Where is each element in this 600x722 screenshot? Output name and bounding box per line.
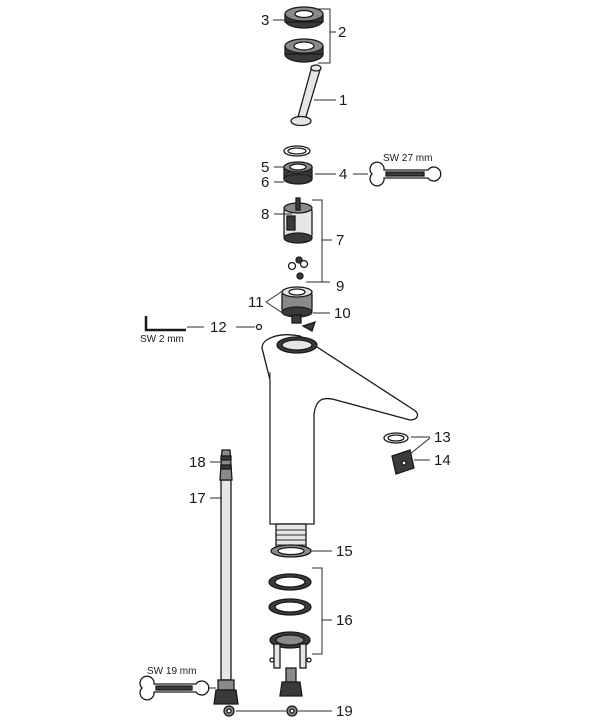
label-16: 16 — [336, 612, 353, 629]
label-10: 10 — [334, 305, 351, 322]
tool-label-sw19: SW 19 mm — [147, 666, 196, 677]
part-17-hose — [213, 449, 239, 705]
part-3-cap-ring — [284, 6, 324, 29]
label-4: 4 — [339, 166, 347, 183]
label-11: 11 — [248, 294, 264, 311]
label-14: 14 — [434, 452, 451, 469]
tool-label-sw2: SW 2 mm — [140, 334, 184, 345]
wrench-19-icon — [139, 675, 210, 701]
part-7-seals — [287, 256, 309, 280]
part-5-oring — [283, 145, 311, 157]
tool-labels: SW 27 mm SW 2 mm SW 19 mm — [140, 153, 432, 677]
label-17: 17 — [189, 490, 206, 507]
label-1: 1 — [339, 92, 347, 109]
label-6: 6 — [261, 174, 269, 191]
leader-lines — [187, 8, 431, 712]
part-8-cartridge — [283, 197, 313, 244]
tool-label-sw27: SW 27 mm — [383, 153, 432, 164]
label-12: 12 — [210, 319, 227, 336]
label-7: 7 — [336, 232, 344, 249]
hex-key-2-icon — [144, 316, 186, 332]
label-2: 2 — [338, 24, 346, 41]
part-19-check-valves — [223, 705, 298, 717]
label-9: 9 — [336, 278, 344, 295]
part-4-nut — [283, 161, 313, 185]
part-10-clip — [301, 320, 317, 332]
label-18: 18 — [189, 454, 206, 471]
label-19: 19 — [336, 703, 353, 720]
label-5: 5 — [261, 159, 269, 176]
part-3-lower-ring — [284, 38, 324, 63]
part-12-grub-screw — [255, 323, 263, 331]
part-14-aerator-key — [391, 449, 415, 475]
part-1-lever — [290, 64, 322, 127]
wrench-27-icon — [369, 161, 442, 187]
label-15: 15 — [336, 543, 353, 560]
label-3: 3 — [261, 12, 269, 29]
part-13-aerator-ring — [383, 432, 409, 444]
faucet-body — [261, 334, 419, 525]
part-15-washer — [270, 544, 312, 558]
label-8: 8 — [261, 206, 269, 223]
part-labels: 3 2 1 5 6 4 8 7 9 11 10 12 13 14 18 17 1… — [189, 12, 451, 720]
label-13: 13 — [434, 429, 451, 446]
part-16-fixing-set — [268, 573, 312, 697]
part-11-housing — [281, 286, 313, 324]
